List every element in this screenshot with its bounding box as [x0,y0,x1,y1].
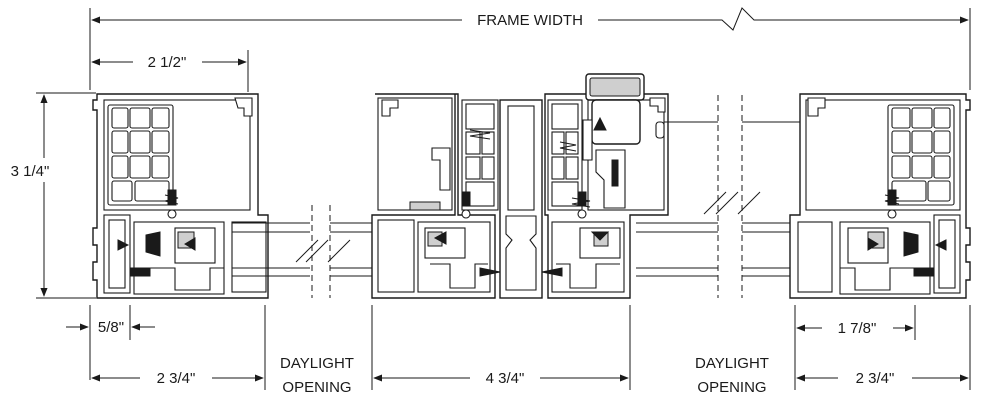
daylight-right-line1: DAYLIGHT [695,355,769,372]
height-label: 3 1/4" [11,163,50,180]
daylight-left-line2: OPENING [282,379,351,396]
lock-hardware [582,73,645,209]
bottom-center-label: 4 3/4" [486,370,525,387]
frame-width-label: FRAME WIDTH [477,12,583,29]
daylight-left-line1: DAYLIGHT [280,355,354,372]
bottom-left-label: 2 3/4" [157,370,196,387]
frame-width-dimension: FRAME WIDTH [89,7,971,90]
height-dimension: 3 1/4" [11,92,96,299]
daylight-opening-right: DAYLIGHT OPENING [695,355,769,396]
top-left-width-label: 2 1/2" [148,54,187,71]
left-glass-panel [232,205,372,298]
top-left-width-dimension: 2 1/2" [91,50,249,92]
bottom-right-label: 2 3/4" [856,370,895,387]
right-insulation-grid [887,104,955,206]
bottom-center-dimension: 4 3/4" [371,305,631,390]
bottom-left-dimension: 2 3/4" [91,305,266,390]
small-right-label: 1 7/8" [838,320,877,337]
bottom-right-dimension: 2 3/4" [794,305,971,390]
small-left-label: 5/8" [98,319,124,336]
small-left-dimension: 5/8" [66,305,155,380]
daylight-right-line2: OPENING [697,379,766,396]
left-jamb-profile [92,93,269,299]
daylight-opening-left: DAYLIGHT OPENING [280,355,354,396]
left-insulation-grid [107,104,174,206]
right-jamb-profile [789,93,971,299]
small-right-dimension: 1 7/8" [796,305,916,340]
center-meeting-rail [371,73,669,299]
